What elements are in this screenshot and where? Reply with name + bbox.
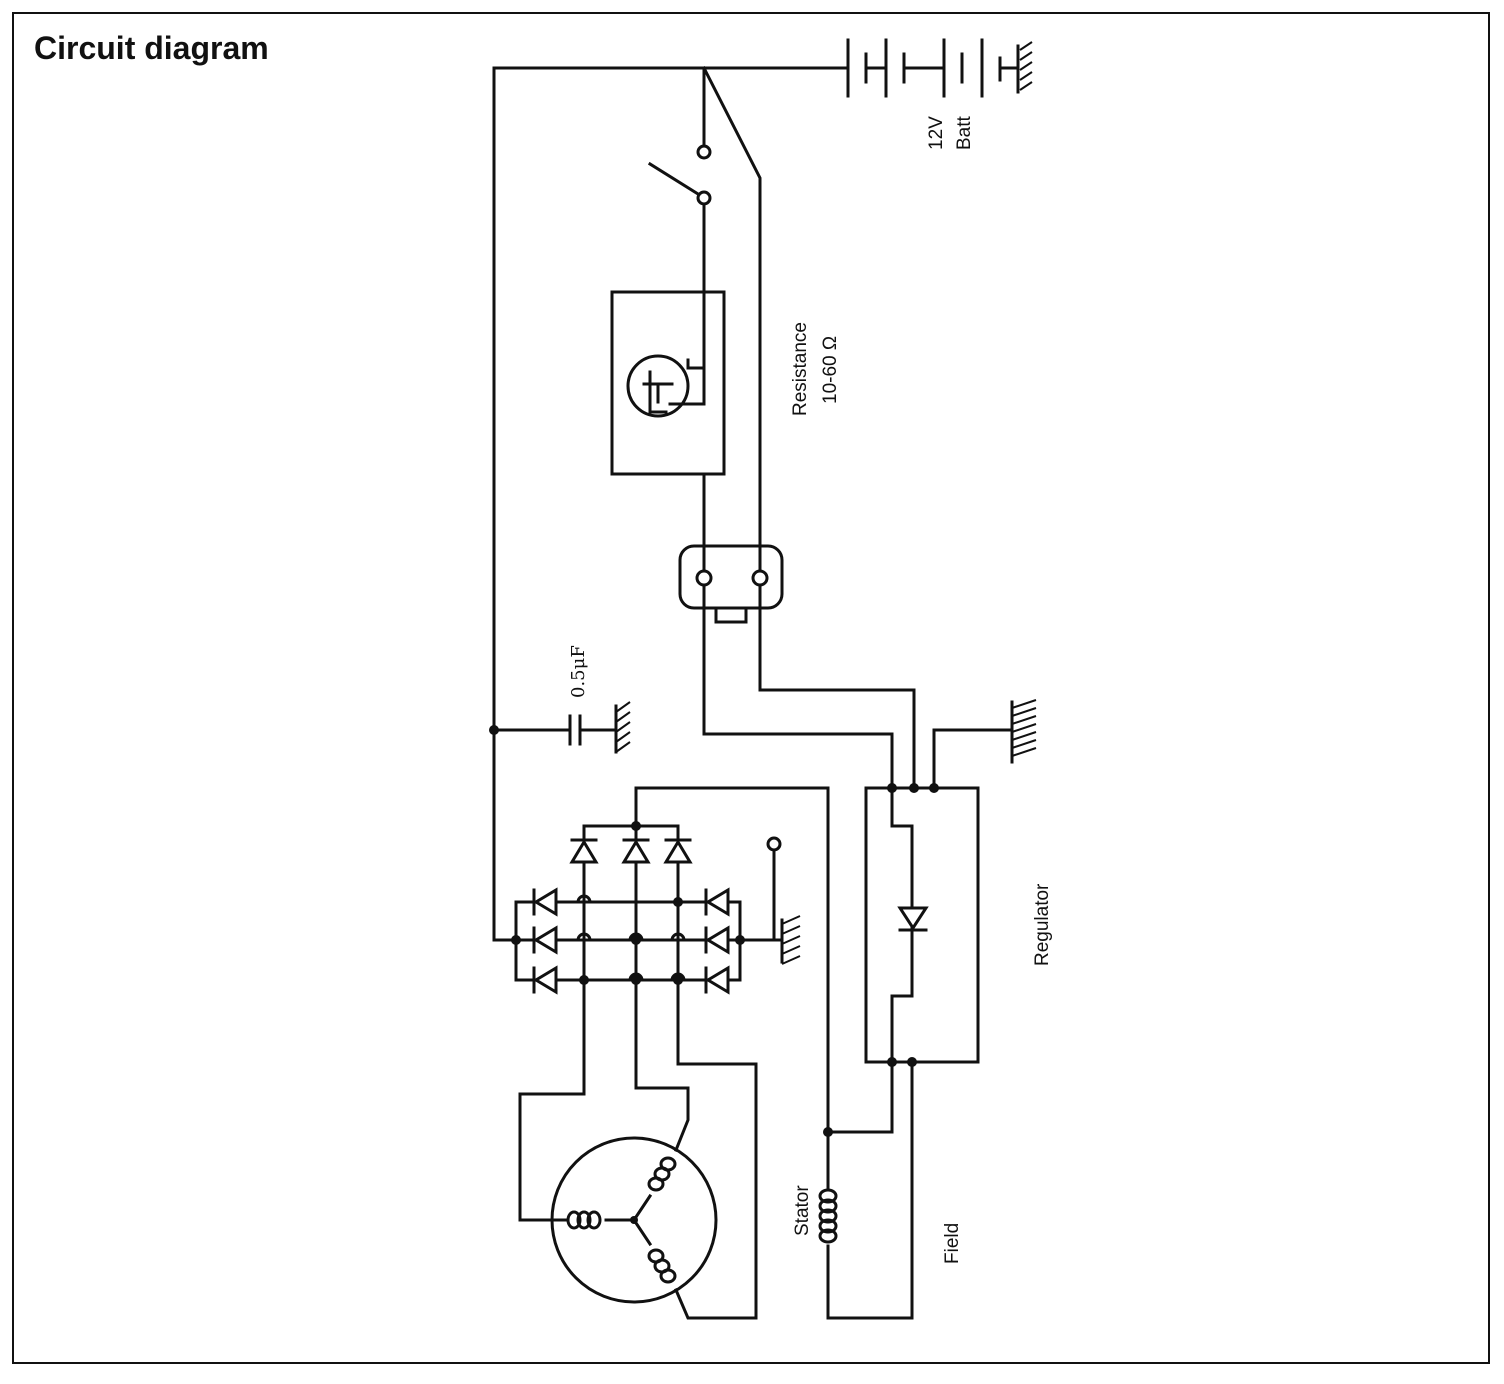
field-label: Field bbox=[942, 1223, 963, 1264]
diode-trio bbox=[569, 838, 693, 864]
positive-diodes bbox=[532, 887, 558, 995]
capacitor-symbol bbox=[492, 701, 631, 754]
capacitor-label: 0.5μF bbox=[568, 645, 589, 698]
battery-label: Batt bbox=[954, 115, 975, 150]
junction-node bbox=[631, 935, 641, 945]
warning-lamp bbox=[610, 290, 726, 580]
stator-label: Stator bbox=[792, 1185, 813, 1236]
regulator-ground-icon bbox=[932, 699, 1037, 790]
negative-diodes bbox=[704, 887, 730, 995]
junction-node bbox=[673, 897, 683, 907]
battery-voltage-label: 12V bbox=[926, 116, 947, 150]
junction-node bbox=[511, 935, 521, 945]
junction-node bbox=[631, 821, 641, 831]
resistance-value-label: 10-60 Ω bbox=[820, 336, 841, 404]
stator-coil-icon bbox=[818, 1188, 838, 1244]
junction-node bbox=[673, 975, 683, 985]
junction-node bbox=[909, 783, 919, 793]
rectifier-bridge bbox=[514, 786, 801, 1090]
alternator-stator bbox=[518, 1062, 758, 1320]
diagram-frame bbox=[12, 12, 1490, 1364]
supply-wiring bbox=[492, 65, 850, 942]
connector-plug bbox=[678, 544, 916, 790]
junction-node bbox=[489, 725, 499, 735]
resistance-label: Resistance bbox=[790, 322, 811, 416]
battery-ground-icon bbox=[1019, 41, 1033, 91]
junction-node bbox=[929, 783, 939, 793]
stator-winding-icons bbox=[566, 1156, 677, 1284]
junction-node bbox=[630, 1216, 638, 1224]
battery-symbol bbox=[846, 38, 1020, 98]
regulator-label: Regulator bbox=[1032, 883, 1053, 966]
junction-node bbox=[735, 935, 745, 945]
junction-node bbox=[631, 975, 641, 985]
junction-node bbox=[887, 783, 897, 793]
junction-node bbox=[823, 1127, 833, 1137]
ignition-switch bbox=[647, 144, 712, 294]
junction-node bbox=[579, 975, 589, 985]
stator-field-wiring bbox=[634, 786, 914, 1320]
diagram-title: Circuit diagram bbox=[34, 30, 269, 66]
regulator-box bbox=[864, 786, 980, 1064]
